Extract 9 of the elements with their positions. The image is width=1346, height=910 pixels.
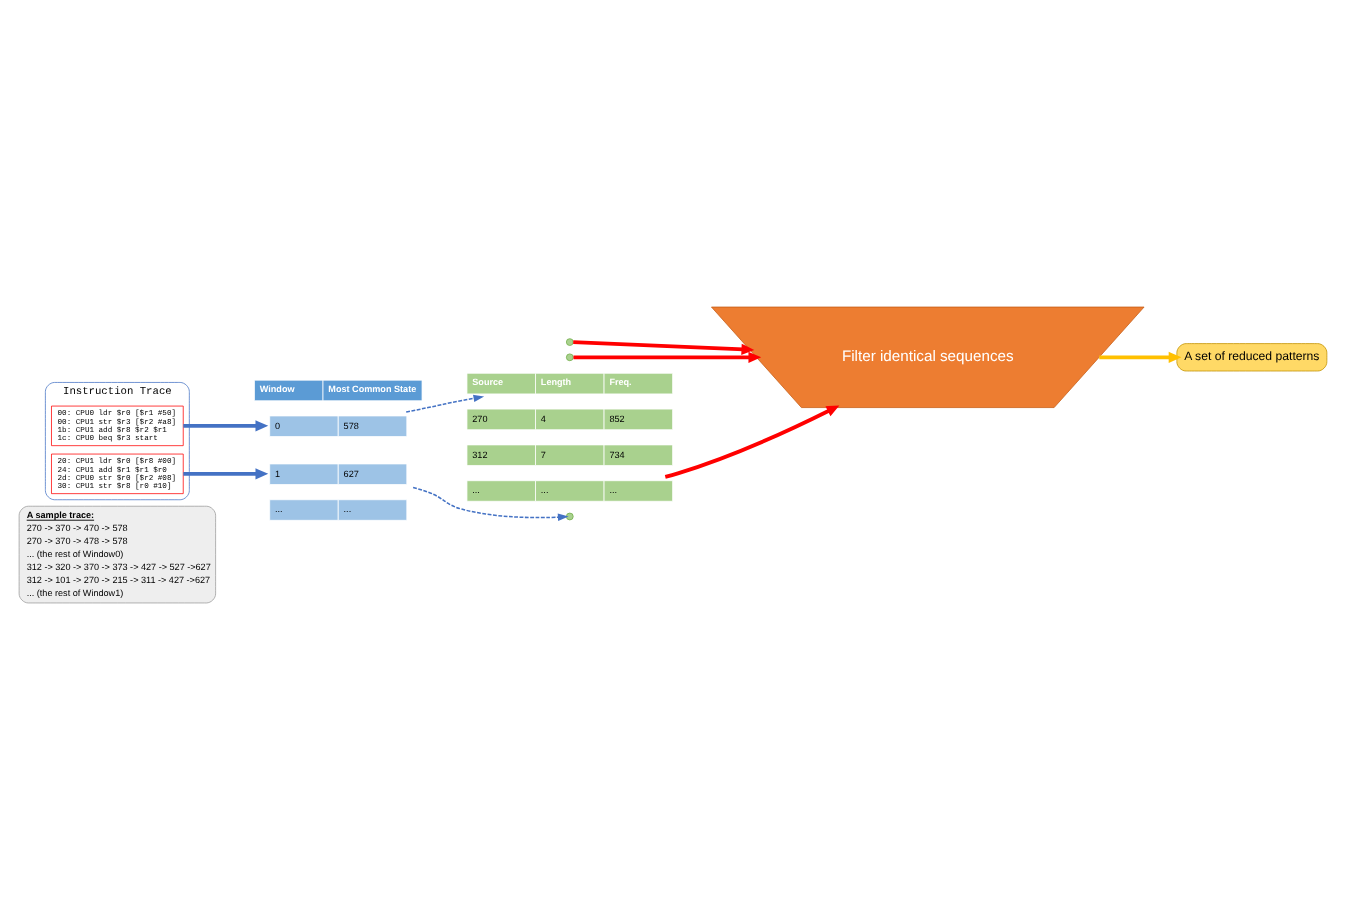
node-circle	[566, 353, 574, 362]
node-circle	[566, 338, 574, 346]
arrow	[573, 351, 762, 363]
node-circle	[566, 512, 574, 521]
arrow	[183, 468, 269, 480]
arrow	[573, 340, 755, 355]
arrow	[664, 405, 840, 479]
arrow	[1099, 351, 1182, 363]
arrow	[183, 420, 269, 432]
